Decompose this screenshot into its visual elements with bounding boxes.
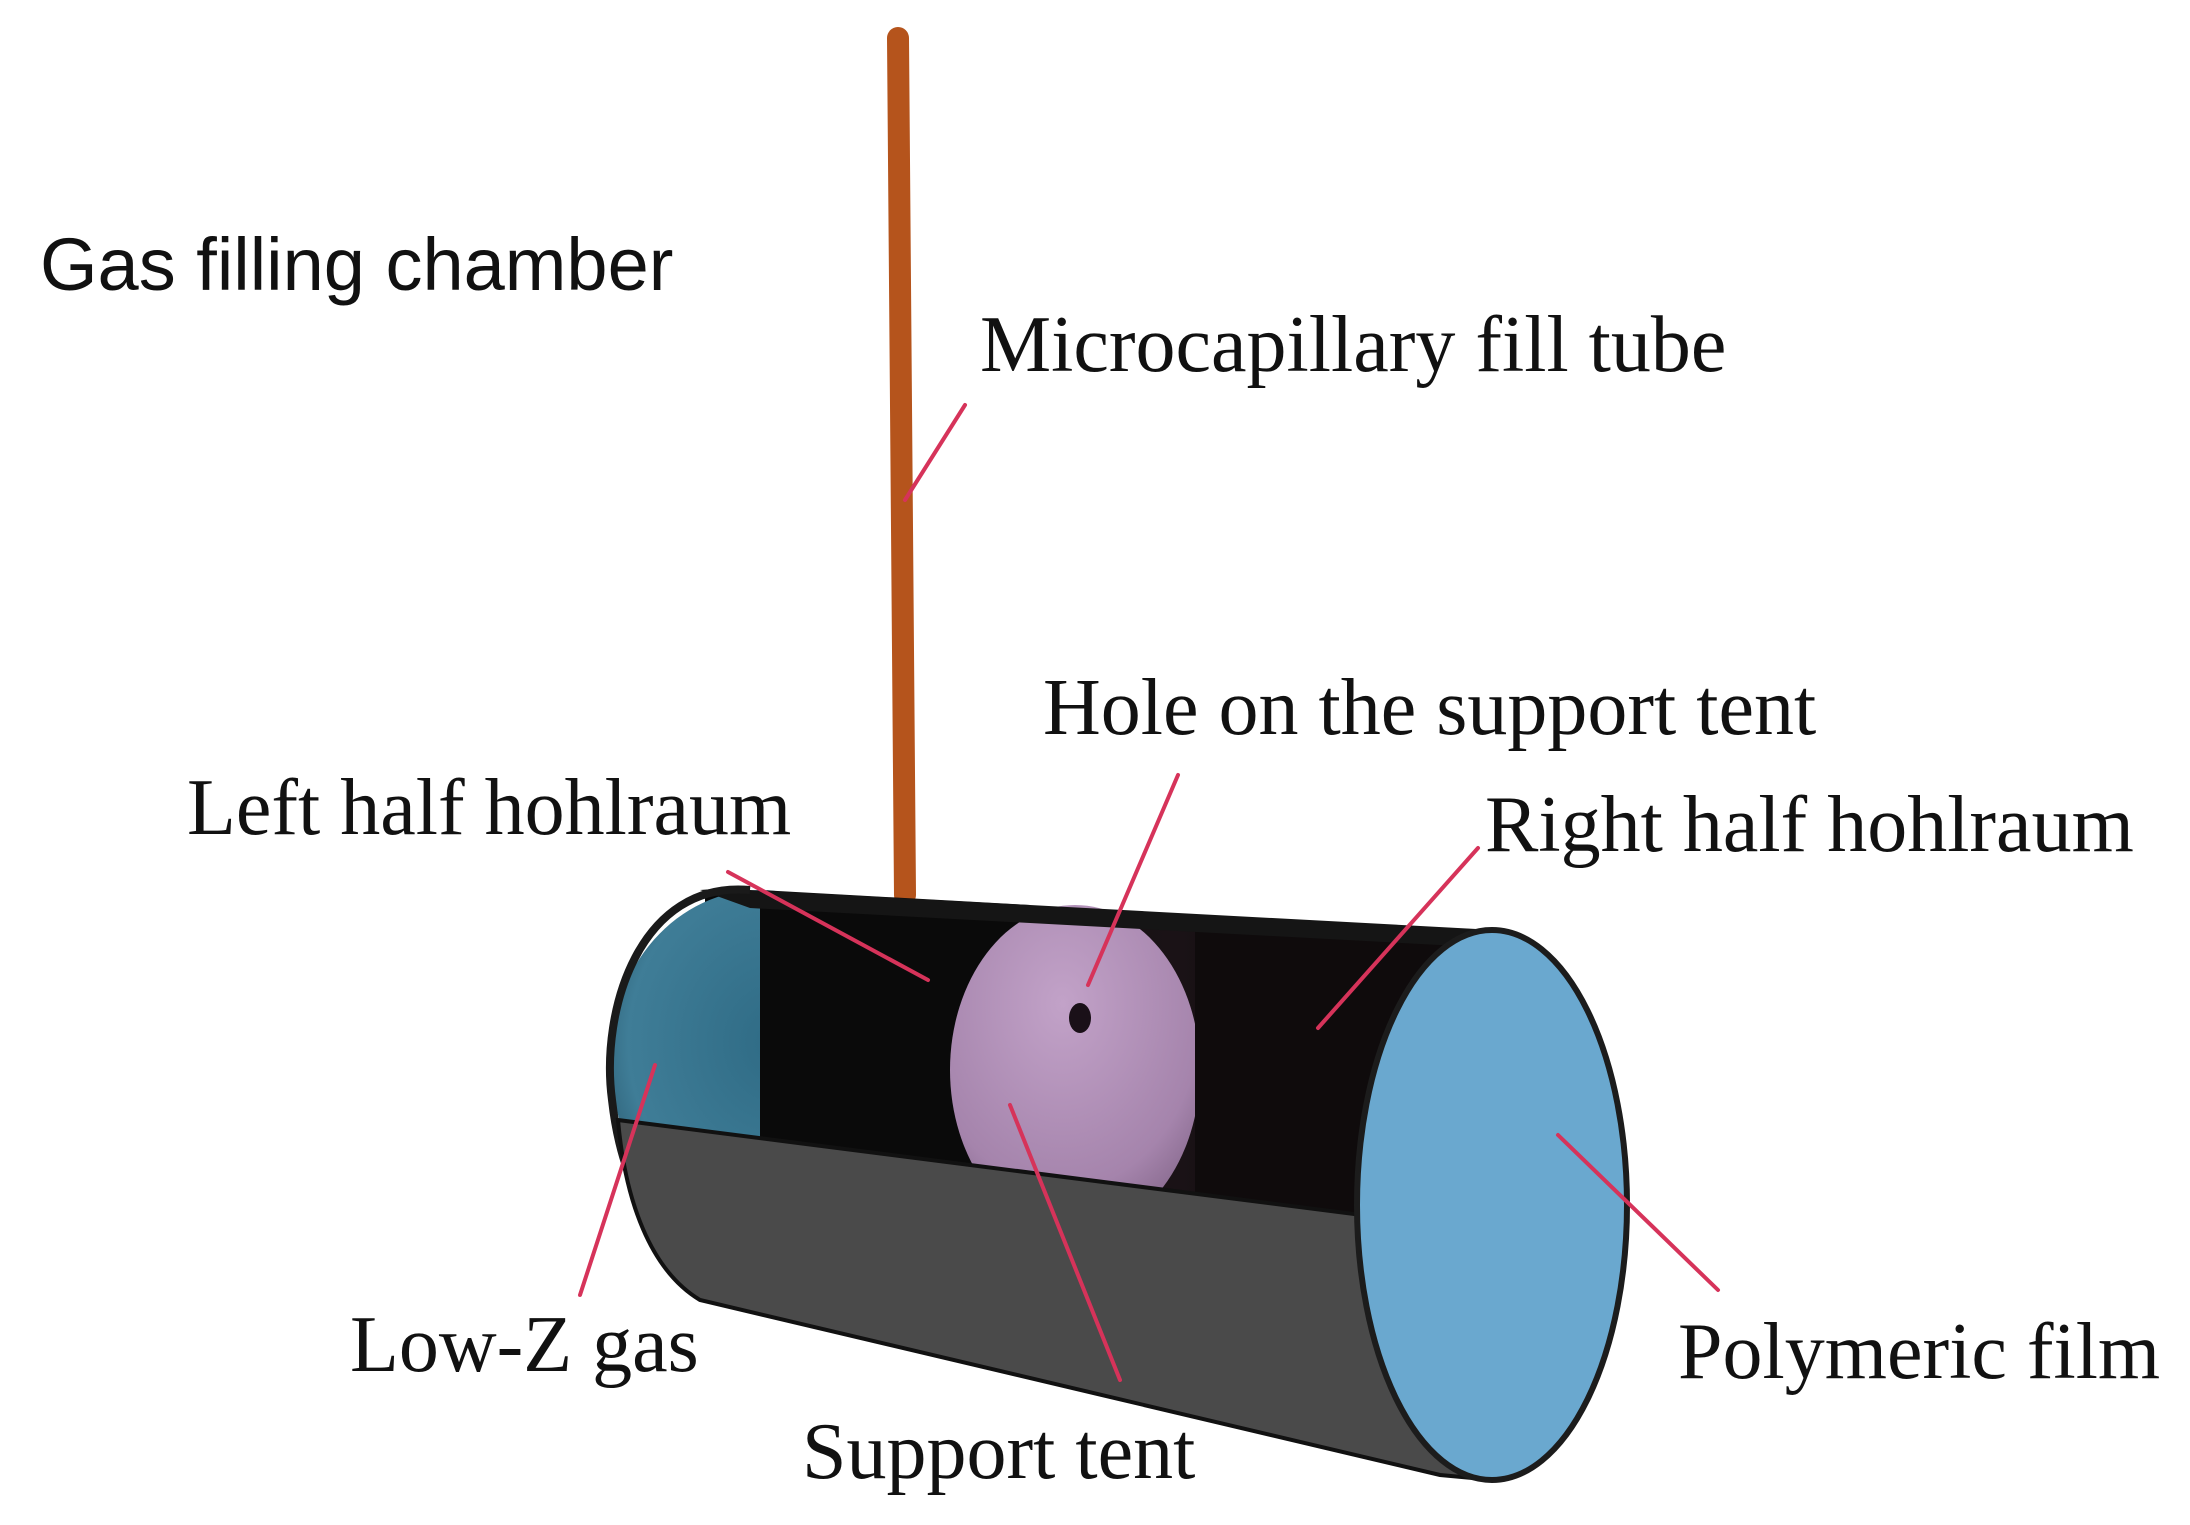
label-gas-filling-chamber: Gas filling chamber [40,223,674,306]
label-hole-on-support-tent: Hole on the support tent [1043,664,1817,752]
label-low-z-gas: Low-Z gas [350,1301,699,1389]
label-support-tent: Support tent [802,1408,1196,1496]
polymeric-film [1354,927,1630,1483]
tent-hole [1069,1003,1091,1033]
support-tent [950,905,1200,1235]
label-microcapillary-fill-tube: Microcapillary fill tube [980,301,1727,389]
fill-tube [887,27,916,906]
leader-microcapillary [903,403,967,502]
label-polymeric-film: Polymeric film [1678,1308,2161,1396]
hohlraum-top-wall [700,889,1495,948]
leader-low-z-gas [578,1063,657,1297]
label-right-half-hohlraum: Right half hohlraum [1485,781,2134,869]
leader-support-tent [1008,1103,1122,1382]
leader-polymeric-film [1556,1133,1720,1292]
leader-left-half [726,870,930,982]
leader-right-half [1316,846,1480,1030]
label-left-half-hohlraum: Left half hohlraum [187,764,792,852]
leader-hole [1086,773,1180,987]
